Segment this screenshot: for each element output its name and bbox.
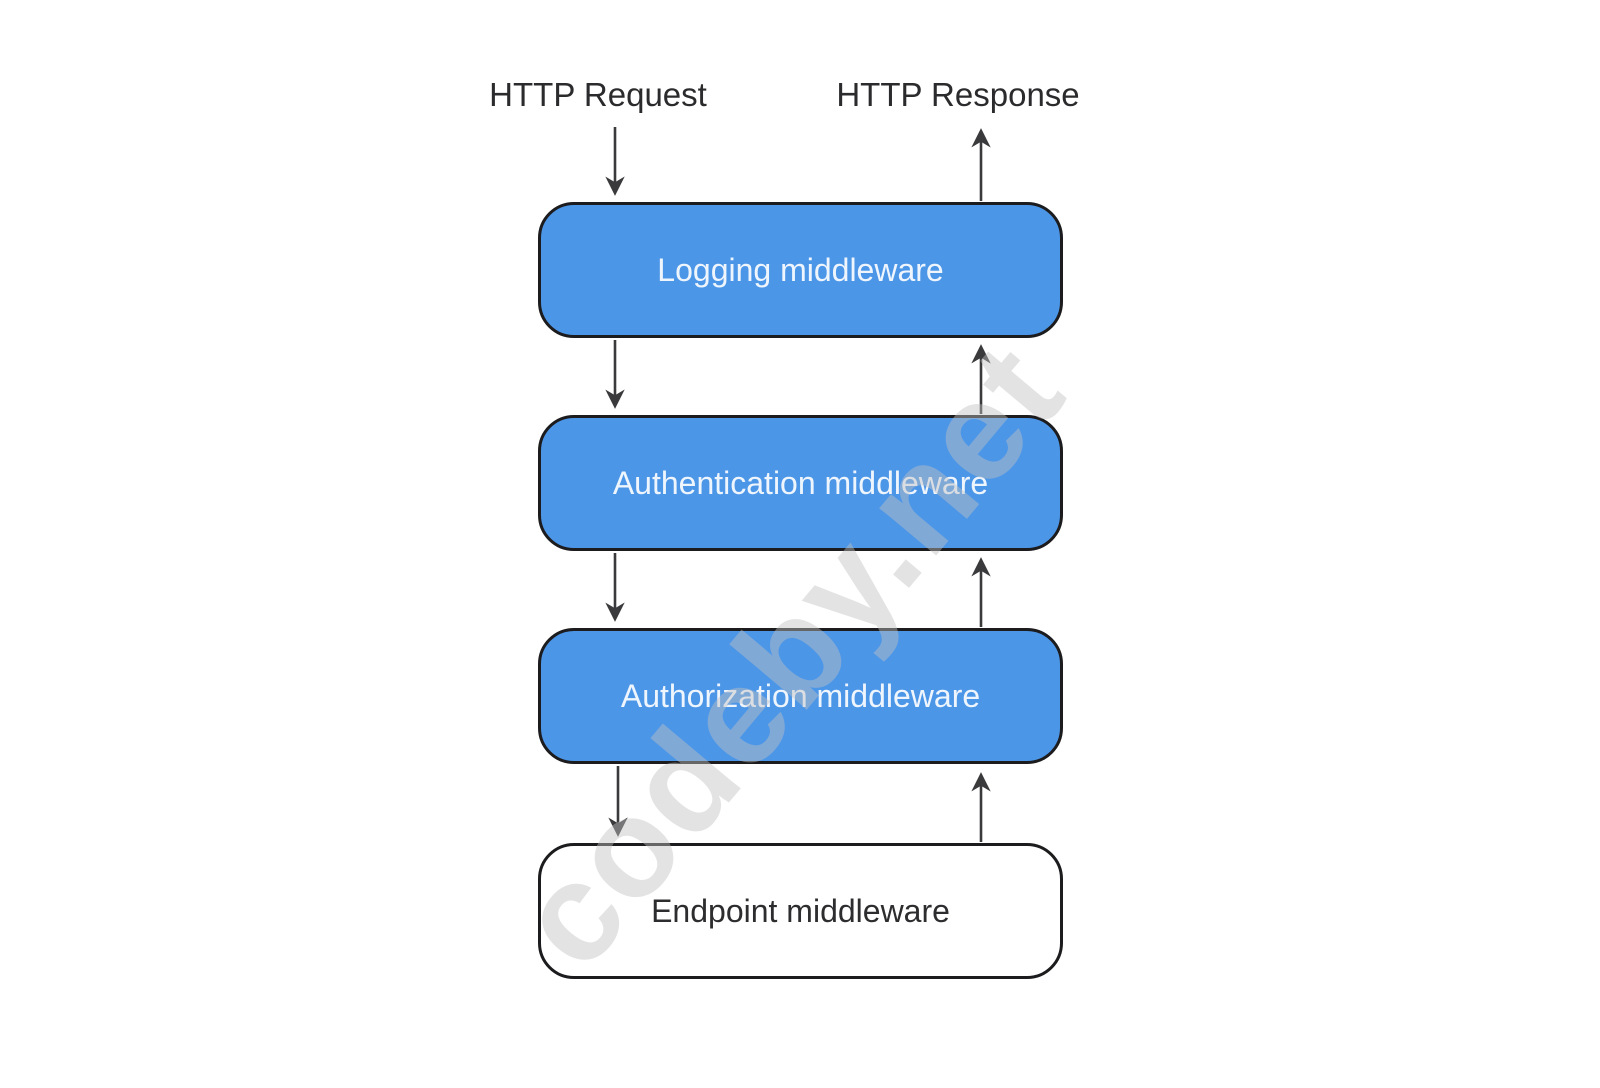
node-endpoint-middleware: Endpoint middleware xyxy=(538,843,1063,979)
http-response-label: HTTP Response xyxy=(836,76,1080,113)
node-label: Logging middleware xyxy=(657,251,944,288)
node-logging-middleware: Logging middleware xyxy=(538,202,1063,338)
http-request-label: HTTP Request xyxy=(489,76,707,113)
node-label: Authentication middleware xyxy=(612,464,989,501)
node-authentication-middleware: Authentication middleware xyxy=(538,415,1063,551)
node-authorization-middleware: Authorization middleware xyxy=(538,628,1063,764)
node-label: Endpoint middleware xyxy=(651,892,950,929)
node-label: Authorization middleware xyxy=(620,677,981,714)
